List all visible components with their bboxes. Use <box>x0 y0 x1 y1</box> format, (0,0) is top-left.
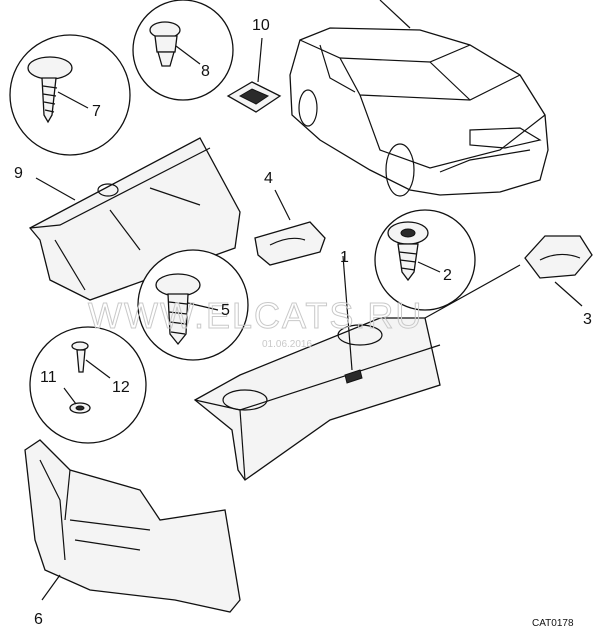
callout-12: 12 <box>112 379 130 396</box>
callout-1: 1 <box>340 249 349 266</box>
detail-circle-8 <box>132 0 234 101</box>
part-1-parcel-shelf <box>193 255 521 481</box>
callout-9: 9 <box>14 165 23 182</box>
callout-10: 10 <box>252 17 270 34</box>
callout-8: 8 <box>201 63 210 80</box>
callout-4: 4 <box>264 170 273 187</box>
watermark-text: WWW.ELCATS.RU <box>88 295 423 336</box>
part-10-pad <box>226 37 282 113</box>
callout-3: 3 <box>583 311 592 328</box>
callout-5: 5 <box>221 302 230 319</box>
callout-11: 11 <box>40 369 57 386</box>
detail-circle-11-12 <box>29 326 147 444</box>
detail-circle-2 <box>374 209 476 311</box>
part-3-cover <box>524 235 593 307</box>
part-4-pad <box>254 189 326 266</box>
car-illustration <box>289 0 549 197</box>
detail-circle-5 <box>137 249 249 361</box>
part-6-side-trim <box>24 439 241 613</box>
callout-7: 7 <box>92 103 101 120</box>
callout-2: 2 <box>443 267 452 284</box>
callout-6: 6 <box>34 611 43 628</box>
watermark-date: 01.06.2016 <box>262 339 312 350</box>
detail-circle-7 <box>9 34 131 156</box>
catalog-code: CAT0178 <box>532 618 574 629</box>
watermark: WWW.ELCATS.RU 01.06.2016 <box>88 295 423 351</box>
